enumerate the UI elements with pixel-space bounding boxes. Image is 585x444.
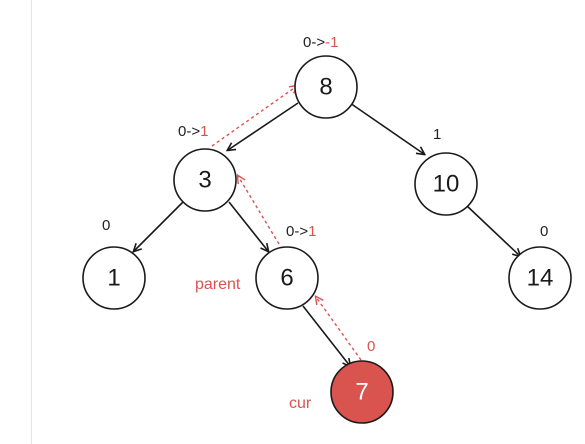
node-14-label: 14 — [527, 265, 554, 292]
node-3-label: 3 — [198, 167, 211, 194]
balance-factor-14: 0 — [540, 223, 548, 240]
edge-3-6 — [228, 201, 268, 251]
node-10: 10 — [414, 152, 478, 216]
node-3: 3 — [173, 148, 237, 212]
update-path-7-to-6 — [316, 297, 362, 361]
node-1-label: 1 — [107, 265, 120, 292]
balance-factor-7: 0 — [367, 338, 375, 355]
parent-tag: parent — [195, 276, 241, 293]
balance-factor-6: 0->1 — [286, 223, 316, 240]
edge-8-3 — [228, 102, 299, 150]
left-divider — [31, 0, 32, 444]
balance-factor-8: 0->-1 — [303, 34, 338, 51]
node-1: 1 — [82, 246, 146, 310]
node-7-current: 7 — [330, 360, 394, 424]
node-7-label: 7 — [355, 379, 368, 406]
cur-tag: cur — [289, 395, 312, 412]
balance-factor-10: 1 — [433, 126, 441, 143]
update-path-3-to-8 — [211, 86, 297, 147]
edge-8-10 — [349, 102, 424, 154]
balance-factor-1: 0 — [102, 217, 110, 234]
update-path-6-to-3 — [238, 176, 280, 245]
node-10-label: 10 — [433, 171, 460, 198]
node-6: 6 — [255, 246, 319, 310]
edge-3-1 — [134, 200, 185, 251]
node-14: 14 — [508, 246, 572, 310]
node-6-label: 6 — [280, 265, 293, 292]
edge-10-14 — [465, 204, 520, 256]
node-8: 8 — [294, 55, 358, 119]
node-8-label: 8 — [319, 74, 332, 101]
balance-factor-3: 0->1 — [178, 123, 208, 140]
edge-6-7 — [302, 305, 350, 366]
